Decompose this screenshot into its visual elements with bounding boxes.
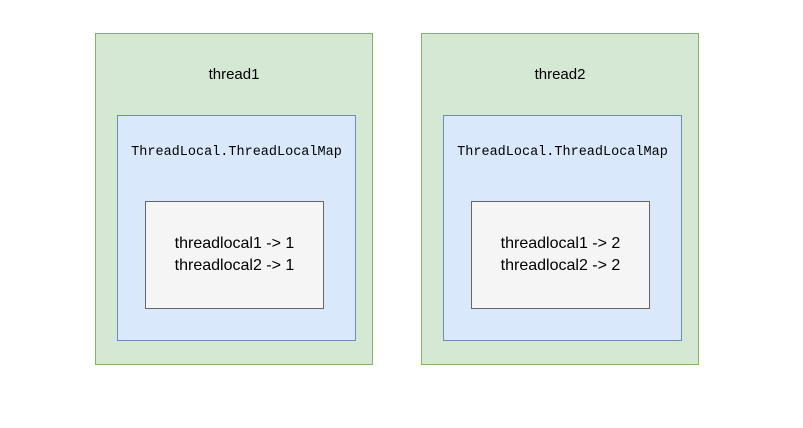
thread1-threadlocalmap-label: ThreadLocal.ThreadLocalMap xyxy=(131,145,342,160)
thread2-box: thread2 ThreadLocal.ThreadLocalMap threa… xyxy=(421,33,699,365)
thread2-threadlocalmap-box: ThreadLocal.ThreadLocalMap threadlocal1 … xyxy=(443,115,682,341)
thread2-entries: threadlocal1 -> 2 threadlocal2 -> 2 xyxy=(501,233,621,277)
thread2-label: thread2 xyxy=(534,66,586,83)
entry-line: threadlocal1 -> 1 xyxy=(174,235,295,252)
thread1-label: thread1 xyxy=(208,66,260,83)
entry-line: threadlocal2 -> 2 xyxy=(500,257,621,274)
thread1-entries: threadlocal1 -> 1 threadlocal2 -> 1 xyxy=(175,233,295,277)
thread2-entries-box: threadlocal1 -> 2 threadlocal2 -> 2 xyxy=(471,201,650,309)
thread1-box: thread1 ThreadLocal.ThreadLocalMap threa… xyxy=(95,33,373,365)
entry-line: threadlocal2 -> 1 xyxy=(174,257,295,274)
thread1-threadlocalmap-box: ThreadLocal.ThreadLocalMap threadlocal1 … xyxy=(117,115,356,341)
thread1-entries-box: threadlocal1 -> 1 threadlocal2 -> 1 xyxy=(145,201,324,309)
entry-line: threadlocal1 -> 2 xyxy=(500,235,621,252)
thread2-threadlocalmap-label: ThreadLocal.ThreadLocalMap xyxy=(457,145,668,160)
